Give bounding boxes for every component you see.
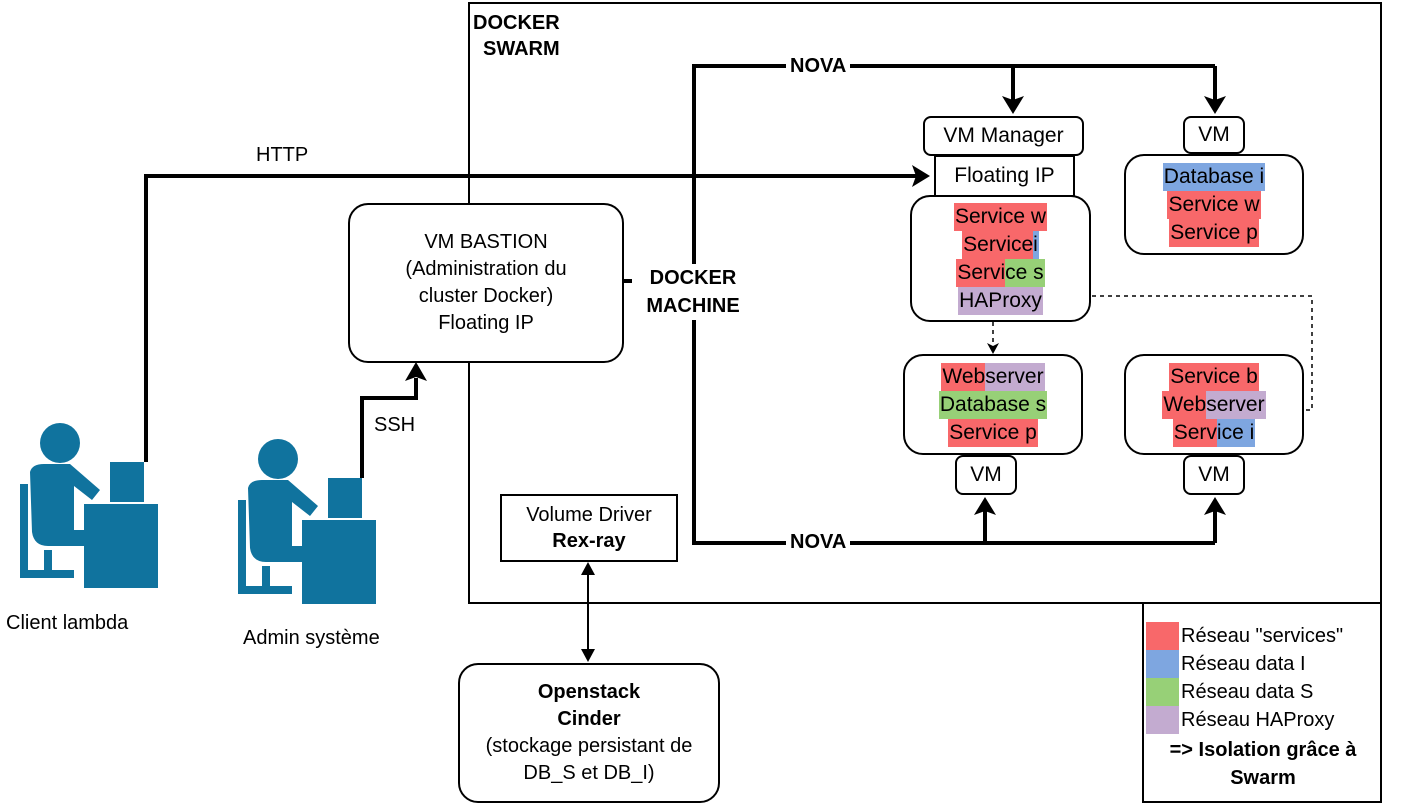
http-label: HTTP	[256, 144, 309, 166]
openstack-cinder-box: Openstack Cinder (stockage persistant de…	[458, 663, 720, 803]
bottom-mid-service-p: Service p	[948, 418, 1038, 447]
vm-manager-label-box: VM Manager	[923, 116, 1084, 156]
bottom-right-webserver: Webserver	[1162, 390, 1266, 419]
bottom-right-service-b: Service b	[1169, 362, 1259, 391]
legend-note-line1: => Isolation grâce à	[1169, 739, 1357, 761]
docker-swarm-title-line2: SWARM	[483, 38, 560, 60]
admin-user-icon	[238, 439, 376, 604]
vm-top-right-label: VM	[1183, 116, 1245, 154]
cinder-line4: DB_S et DB_I)	[523, 762, 655, 784]
bottom-mid-database-s: Database s	[938, 390, 1048, 419]
docker-machine-label: DOCKER MACHINE	[636, 264, 750, 320]
vm-bottom-mid-services: Webserver Database s Service p	[903, 354, 1083, 455]
bottom-right-service-i: Service i	[1172, 418, 1256, 447]
legend-note: => Isolation grâce à Swarm	[1146, 736, 1380, 792]
ssh-connector	[360, 378, 418, 478]
volume-driver-line1: Volume Driver	[526, 504, 652, 526]
vm-bottom-mid-label: VM	[955, 455, 1017, 495]
top-right-service-p: Service p	[1169, 218, 1259, 247]
floating-ip-text: Floating IP	[954, 164, 1055, 187]
vm-bottom-mid-title: VM	[970, 463, 1002, 486]
client-user-icon	[20, 423, 158, 588]
legend-services: Réseau "services"	[1146, 622, 1380, 650]
legend-data-s: Réseau data S	[1146, 678, 1380, 706]
legend: Réseau "services" Réseau data I Réseau d…	[1146, 622, 1380, 792]
ssh-label: SSH	[374, 414, 416, 436]
vm-bottom-right-label: VM	[1183, 455, 1245, 495]
legend-haproxy: Réseau HAProxy	[1146, 706, 1380, 734]
legend-services-swatch	[1146, 622, 1179, 650]
nova-bottom-label: NOVA	[786, 531, 851, 554]
haproxy-dashed-link-2	[1052, 295, 1313, 411]
nova-connector	[692, 64, 1215, 545]
volume-driver-box: Volume Driver Rex-ray	[500, 494, 678, 562]
cinder-line1: Openstack	[537, 681, 641, 703]
legend-haproxy-swatch	[1146, 706, 1179, 734]
floating-ip-box: Floating IP	[934, 155, 1075, 197]
vm-manager-title: VM Manager	[943, 124, 1064, 147]
client-lambda-label: Client lambda	[6, 612, 129, 634]
admin-systeme-label: Admin système	[243, 627, 380, 649]
vm-top-right-title: VM	[1198, 123, 1230, 146]
docker-swarm-title: DOCKER SWARM	[473, 10, 560, 62]
docker-swarm-title-line1: DOCKER	[473, 12, 560, 34]
bottom-mid-webserver: Webserver	[941, 362, 1045, 391]
vm-bastion-line1: VM BASTION	[424, 231, 548, 253]
legend-note-line2: Swarm	[1230, 767, 1296, 789]
vm-bastion: VM BASTION (Administration du cluster Do…	[348, 203, 624, 363]
cinder-line2: Cinder	[557, 708, 621, 730]
manager-service-s: Service s	[956, 258, 1045, 287]
docker-machine-label-line1: DOCKER	[649, 267, 737, 289]
vm-bastion-line4: Floating IP	[438, 312, 534, 334]
legend-data-s-swatch	[1146, 678, 1179, 706]
vm-bottom-right-services: Service b Webserver Service i	[1124, 354, 1304, 455]
vm-top-right-services: Database i Service w Service p	[1124, 154, 1304, 255]
top-right-service-w: Service w	[1167, 190, 1261, 219]
manager-service-i: Service i	[962, 230, 1039, 259]
vm-bastion-line3: cluster Docker)	[418, 285, 554, 307]
manager-service-w: Service w	[953, 202, 1048, 231]
vm-bottom-right-title: VM	[1198, 463, 1230, 486]
manager-haproxy: HAProxy	[958, 286, 1043, 315]
legend-data-i: Réseau data I	[1146, 650, 1380, 678]
legend-data-i-swatch	[1146, 650, 1179, 678]
nova-top-label: NOVA	[786, 55, 851, 78]
legend-frame	[1142, 602, 1382, 803]
vm-bastion-line2: (Administration du	[405, 258, 567, 280]
cinder-line3: (stockage persistant de	[485, 735, 693, 757]
top-right-database-i: Database i	[1162, 162, 1266, 191]
docker-machine-label-line2: MACHINE	[646, 295, 740, 317]
http-connector	[144, 174, 916, 462]
volume-driver-rexray: Rex-ray	[552, 530, 626, 552]
vm-manager-services: Service w Service i Service s HAProxy	[910, 195, 1091, 322]
